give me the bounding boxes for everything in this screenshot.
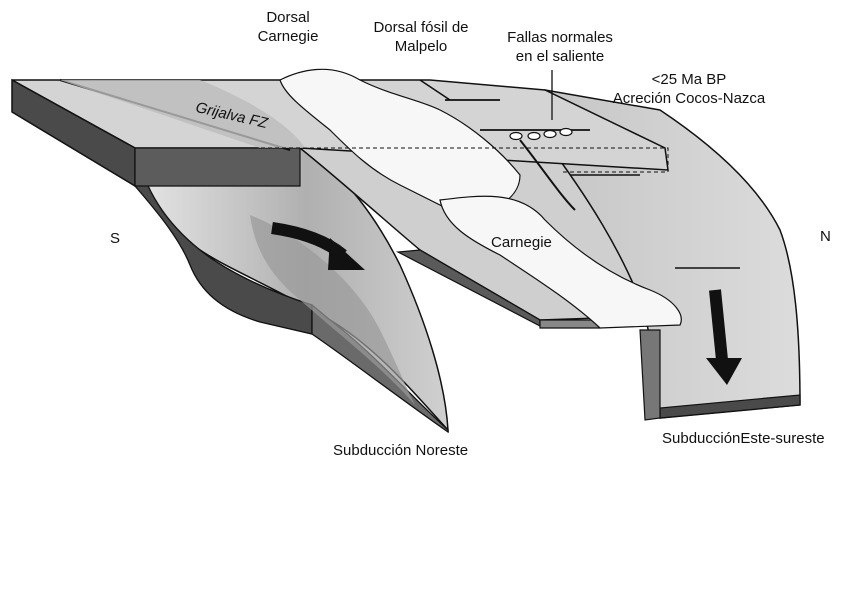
label-fallas-line2: en el saliente bbox=[515, 48, 605, 65]
label-dorsal-carnegie-line2: Carnegie bbox=[257, 28, 319, 45]
label-acrecion-line2: Acreción Cocos-Nazca bbox=[612, 90, 766, 107]
label-dorsal-malpelo-line2: Malpelo bbox=[394, 38, 448, 55]
label-carnegie: Carnegie bbox=[491, 234, 552, 251]
label-acrecion: <25 Ma BP Acreción Cocos-Nazca bbox=[594, 70, 784, 108]
arrow-east-southeast-subduction bbox=[706, 289, 742, 385]
label-south: S bbox=[110, 230, 121, 247]
label-dorsal-malpelo: Dorsal fósil de Malpelo bbox=[356, 18, 486, 56]
label-dorsal-malpelo-line1: Dorsal fósil de bbox=[373, 19, 469, 36]
label-subduccion-este-sureste: SubducciónEste-sureste bbox=[662, 430, 825, 447]
label-dorsal-carnegie-line1: Dorsal bbox=[266, 9, 310, 26]
label-acrecion-line1: <25 Ma BP bbox=[651, 71, 727, 88]
label-subduccion-noreste: Subducción Noreste bbox=[333, 442, 469, 459]
arrow-northeast-subduction bbox=[271, 222, 365, 270]
fault-markers bbox=[419, 70, 740, 269]
dashed-outline bbox=[135, 147, 669, 187]
ridge-carnegie bbox=[279, 68, 682, 329]
label-fallas-normales: Fallas normales en el saliente bbox=[490, 28, 630, 66]
south-slab bbox=[134, 147, 449, 434]
label-fallas-line1: Fallas normales bbox=[507, 29, 613, 46]
label-north: N bbox=[820, 228, 831, 245]
label-dorsal-carnegie: Dorsal Carnegie bbox=[244, 8, 332, 46]
